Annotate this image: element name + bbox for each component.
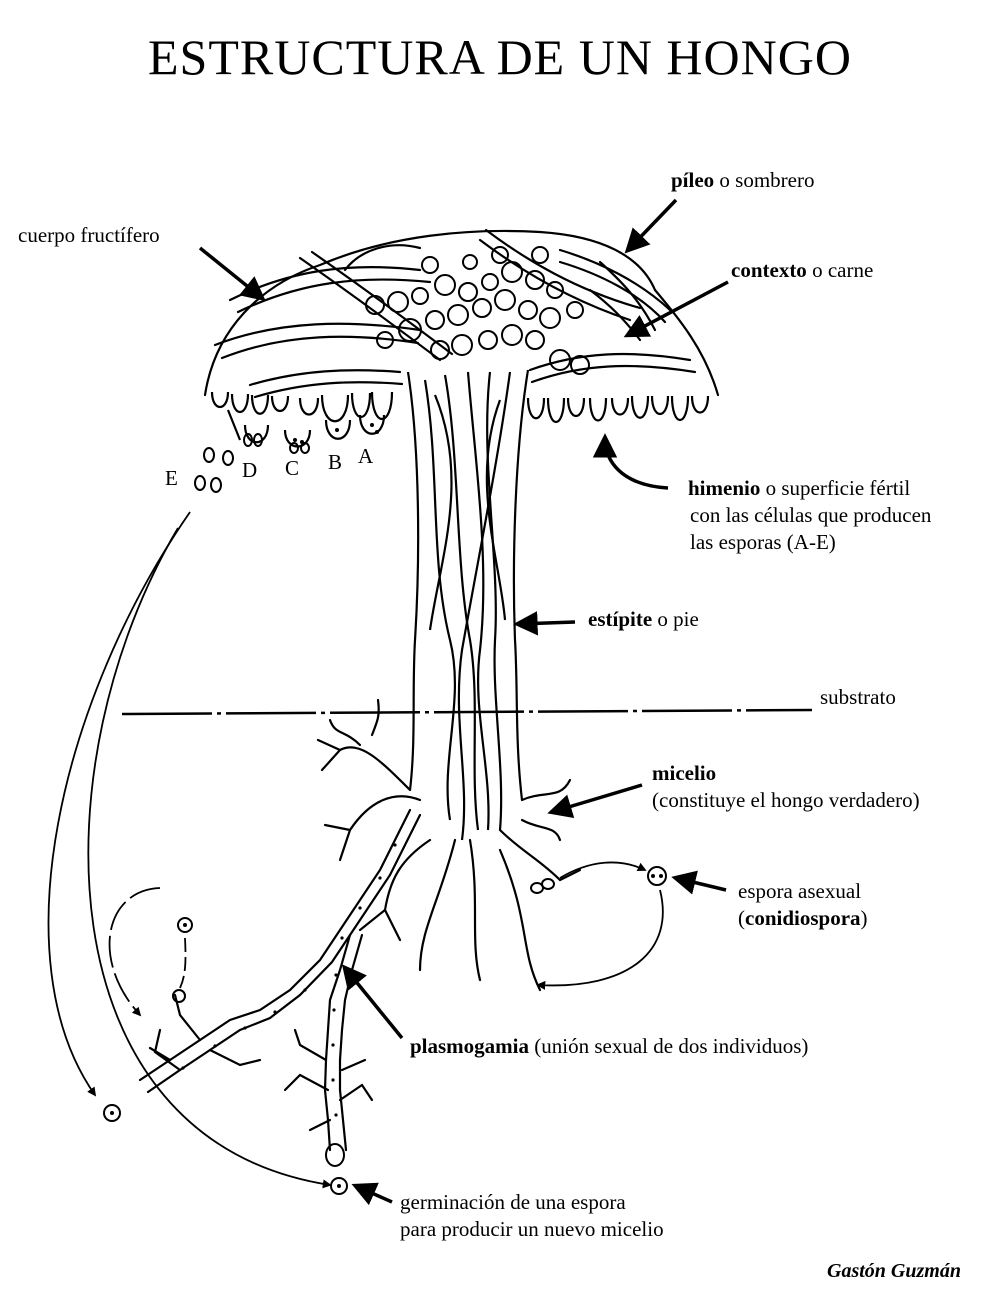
substrate-line [121, 708, 813, 716]
label-espora-asexual-line1: espora asexual [738, 879, 862, 903]
context-cells [365, 246, 590, 375]
label-himenio-line1: himenio o superficie fértil [688, 475, 931, 502]
spore-stage-e: E [165, 466, 178, 490]
label-pileo-rest: o sombrero [714, 168, 815, 192]
hyphal-dots [181, 843, 397, 1117]
label-germinacion-line1: germinación de una espora [400, 1190, 626, 1214]
label-contexto-rest: o carne [806, 258, 874, 282]
label-micelio-line2: (constituye el hongo verdadero) [652, 788, 920, 812]
label-himenio: himenio o superficie fértil con las célu… [688, 475, 931, 556]
label-conidiospora-close: ) [860, 906, 868, 930]
spore-stage-d: D [242, 458, 258, 482]
mycelium [138, 698, 582, 1152]
pileus-cap [203, 228, 720, 399]
spore-nuclei [110, 874, 663, 1188]
stipe [406, 369, 530, 841]
label-conidiospora-term: conidiospora [745, 906, 861, 930]
label-arrows [198, 198, 729, 1206]
label-himenio-line2: con las células que producen [690, 503, 932, 527]
released-spores [194, 433, 310, 493]
label-micelio: micelio (constituye el hongo verdadero) [652, 760, 920, 814]
label-substrato: substrato [820, 685, 896, 709]
label-himenio-term: himenio [688, 476, 761, 500]
page-title: ESTRUCTURA DE UN HONGO [148, 29, 852, 85]
label-plasmogamia-term: plasmogamia [410, 1034, 530, 1058]
label-pileo-term: píleo [671, 168, 715, 192]
label-contexto: contexto o carne [731, 257, 873, 284]
germinating-spores [103, 917, 348, 1195]
spore-stage-c: C [285, 456, 300, 480]
label-conidiospora-open: ( [738, 906, 745, 930]
label-estipite-term: estípite [588, 607, 653, 631]
author-signature: Gastón Guzmán [827, 1260, 961, 1282]
label-espora-asexual: espora asexual (conidiospora) [738, 878, 868, 932]
label-plasmogamia: plasmogamia (unión sexual de dos individ… [410, 1033, 808, 1060]
spore-stage-a: A [358, 444, 374, 468]
label-himenio-rest: o superficie fértil [760, 476, 911, 500]
label-cuerpo-fructifero: cuerpo fructífero [18, 223, 160, 247]
label-germinacion: germinación de una espora para producir … [400, 1189, 664, 1243]
label-estipite: estípite o pie [588, 606, 699, 633]
label-estipite-rest: o pie [652, 607, 699, 631]
label-conidiospora: (conidiospora) [738, 905, 868, 932]
life-cycle-arrows [47, 511, 664, 1189]
label-germinacion-line2: para producir un nuevo micelio [400, 1217, 664, 1241]
basidium-dots [293, 423, 379, 444]
label-micelio-term: micelio [652, 761, 717, 785]
label-pileo: píleo o sombrero [671, 167, 815, 194]
hymenium-cells [210, 391, 710, 448]
label-micelio-line1: micelio [652, 760, 920, 787]
label-himenio-line3: las esporas (A-E) [690, 530, 836, 554]
label-contexto-term: contexto [731, 258, 807, 282]
spore-stage-b: B [328, 450, 343, 474]
label-plasmogamia-rest: (unión sexual de dos individuos) [529, 1034, 809, 1058]
conidia-chain [530, 866, 667, 894]
